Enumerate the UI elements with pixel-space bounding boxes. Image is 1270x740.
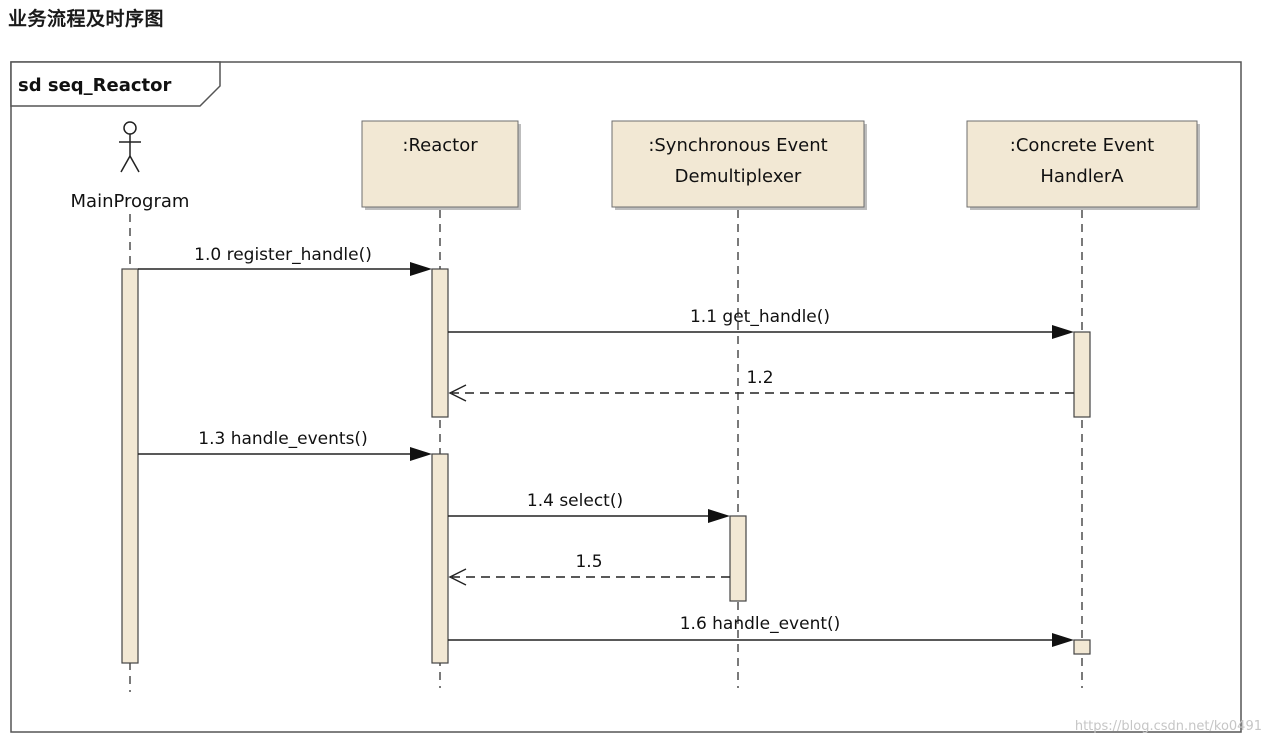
message-label-1-1: 1.1 get_handle() [690, 307, 830, 327]
return-arrowhead-1-2 [448, 384, 467, 402]
message-label-1-4: 1.4 select() [527, 491, 623, 511]
actor-mainprogram: MainProgram [71, 121, 190, 212]
sync-arrowhead-1-0 [410, 262, 432, 276]
activation-demultiplexer [729, 515, 747, 602]
sync-arrowhead-1-3 [410, 447, 432, 461]
activation-handler-2 [1073, 639, 1091, 655]
stick-figure-icon [119, 121, 141, 173]
lifeline-label-handler-line2: HandlerA [1040, 166, 1124, 187]
lifeline-head-demultiplexer: :Synchronous Event Demultiplexer [611, 120, 867, 210]
lifeline-head-reactor: :Reactor [361, 120, 521, 210]
lifeline-label-handler-line1: :Concrete Event [1010, 135, 1154, 156]
activation-mainprogram [121, 268, 139, 664]
lifeline-label-demultiplexer-line1: :Synchronous Event [648, 135, 827, 156]
sync-arrowhead-1-1 [1052, 325, 1074, 339]
activation-reactor-2 [431, 453, 449, 664]
sync-arrowhead-1-4 [708, 509, 730, 523]
message-label-1-6: 1.6 handle_event() [680, 614, 841, 634]
activation-handler-1 [1073, 331, 1091, 418]
lifeline-label-reactor: :Reactor [402, 135, 478, 156]
message-label-1-5: 1.5 [575, 552, 602, 572]
actor-label: MainProgram [71, 191, 190, 212]
diagram-frame [10, 61, 1242, 733]
watermark-url: https://blog.csdn.net/ko0491 [1074, 719, 1262, 734]
lifeline-label-demultiplexer-line2: Demultiplexer [675, 166, 802, 187]
lifeline-head-handler: :Concrete Event HandlerA [966, 120, 1200, 210]
message-label-1-0: 1.0 register_handle() [194, 245, 372, 265]
page-heading: 业务流程及时序图 [8, 8, 165, 30]
frame-tag-box [10, 61, 221, 107]
frame-tag-label: sd seq_Reactor [18, 75, 172, 96]
sync-arrowhead-1-6 [1052, 633, 1074, 647]
message-label-1-2: 1.2 [746, 368, 773, 388]
return-arrowhead-1-5 [448, 568, 467, 586]
activation-reactor-1 [431, 268, 449, 418]
message-label-1-3: 1.3 handle_events() [198, 429, 367, 449]
